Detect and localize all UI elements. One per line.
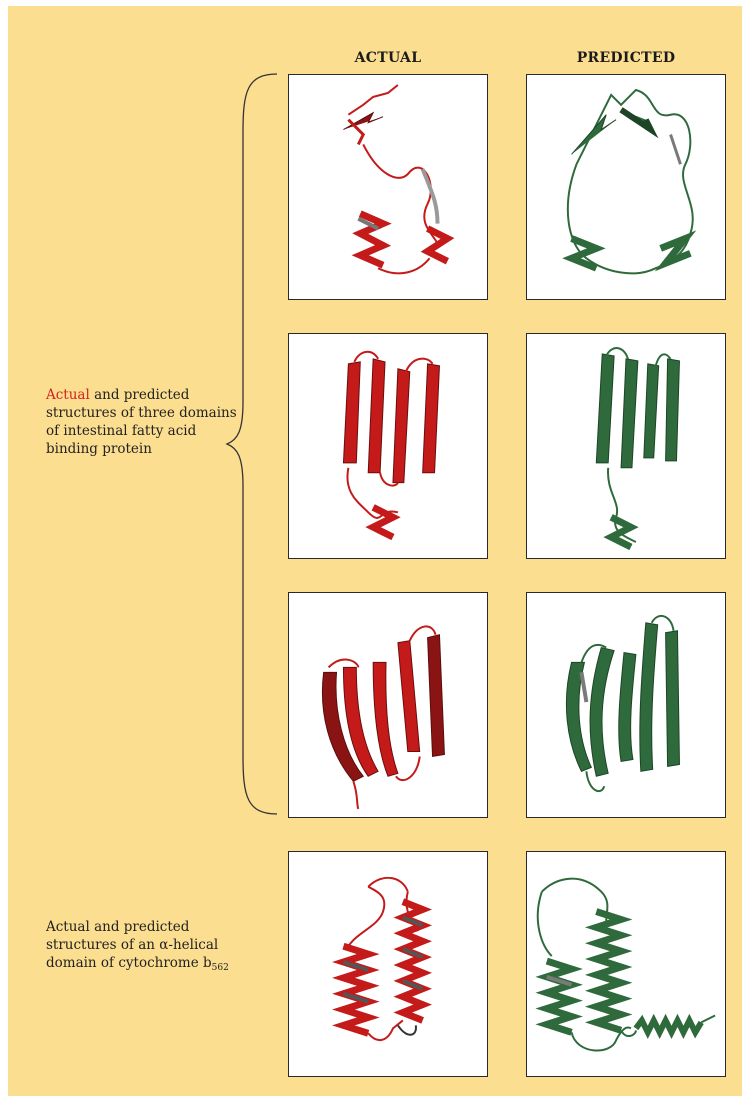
mixed-domain-structure-icon	[527, 75, 725, 299]
caption-fabp: Actual and predicted structures of three…	[46, 386, 246, 458]
structure-box-actual-2	[288, 333, 488, 559]
caption-cytochrome: Actual and predicted structures of an α-…	[46, 918, 246, 977]
alpha-helix-bundle-structure-icon	[527, 852, 725, 1076]
structure-box-predicted-2	[526, 333, 726, 559]
beta-sheet-structure-icon	[527, 334, 725, 558]
alpha-helix-bundle-structure-icon	[289, 852, 487, 1076]
structure-box-predicted-1	[526, 74, 726, 300]
structure-box-predicted-3	[526, 592, 726, 818]
caption-cytochrome-text: Actual and predicted structures of an α-…	[46, 919, 218, 971]
caption-fabp-highlight: Actual	[46, 387, 90, 403]
beta-barrel-structure-icon	[527, 593, 725, 817]
caption-cytochrome-subscript: 562	[212, 963, 229, 973]
structure-box-actual-1	[288, 74, 488, 300]
mixed-domain-structure-icon	[289, 75, 487, 299]
structure-box-actual-3	[288, 592, 488, 818]
beta-barrel-structure-icon	[289, 593, 487, 817]
beta-sheet-structure-icon	[289, 334, 487, 558]
column-header-predicted: PREDICTED	[526, 50, 726, 66]
structure-box-predicted-4	[526, 851, 726, 1077]
column-header-actual: ACTUAL	[288, 50, 488, 66]
structure-box-actual-4	[288, 851, 488, 1077]
